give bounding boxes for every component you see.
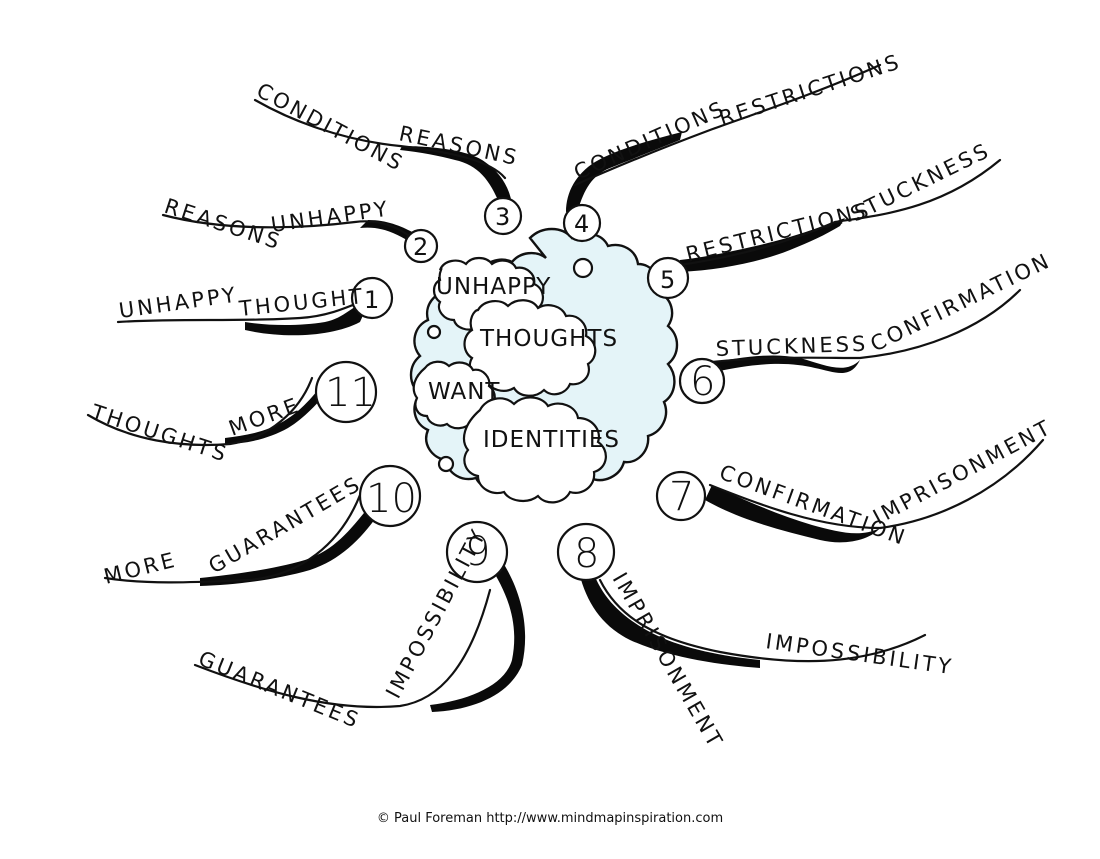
small-cloud-3 <box>437 455 455 473</box>
center-word-want: WANT <box>428 379 500 405</box>
branch-4-stroke <box>566 132 682 212</box>
branch-2-stroke <box>360 220 420 245</box>
branch-11-word-1: THOUGHTS <box>88 400 232 467</box>
baseline-5 <box>678 158 1002 267</box>
number-11: 11 <box>325 370 376 416</box>
center-word-unhappy: UNHAPPY <box>436 274 551 300</box>
center-word-thoughts: THOUGHTS <box>479 326 618 352</box>
number-8: 8 <box>574 531 599 577</box>
number-cloud-5 <box>646 256 690 300</box>
number-9: 9 <box>465 529 490 575</box>
number-cloud-7 <box>655 470 707 522</box>
branch-2-word-2: UNHAPPY <box>269 196 391 236</box>
baseline-7 <box>708 438 1045 530</box>
branch-2-word-1: REASONS <box>161 194 285 255</box>
baseline-8 <box>598 578 927 663</box>
number-cloud-6 <box>678 357 726 405</box>
baseline-10 <box>103 493 362 584</box>
number-clouds <box>314 196 726 584</box>
branch-5-word-1: RESTRICTIONS <box>683 198 873 267</box>
branch-3-word-2: REASONS <box>397 121 521 170</box>
branch-1-word-1: UNHAPPY <box>117 282 239 322</box>
branch-8-word-2: IMPOSSIBILITY <box>764 629 955 679</box>
baseline-9 <box>193 588 492 709</box>
small-cloud-2 <box>426 324 442 340</box>
number-10: 10 <box>366 476 417 522</box>
baseline-4 <box>573 63 882 187</box>
branch-9-word-2: IMPOSSIBILITY <box>381 524 491 703</box>
credit-line: © Paul Foreman http://www.mindmapinspira… <box>376 811 724 826</box>
number-cloud-1 <box>350 276 394 320</box>
branch-8-stroke <box>578 568 760 668</box>
branch-7-word-2: IMPRISONMENT <box>869 415 1056 530</box>
branch-4-word-1: CONDITIONS <box>570 96 729 185</box>
branch-9-word-1: GUARANTEES <box>195 646 364 733</box>
number-cloud-4 <box>562 203 602 243</box>
branch-6-word-2: CONFIRMATION <box>867 248 1055 356</box>
baseline-1 <box>116 298 367 324</box>
branch-4-word-2: RESTRICTIONS <box>716 49 904 131</box>
number-7: 7 <box>669 474 694 520</box>
small-cloud-1 <box>572 257 594 279</box>
baseline-3 <box>253 98 507 180</box>
baseline-2 <box>161 213 420 244</box>
number-4: 4 <box>574 210 589 238</box>
cloud-thoughts <box>463 299 597 397</box>
branch-6-word-1: STUCKNESS <box>715 332 868 361</box>
number-cloud-3 <box>483 196 523 236</box>
number-cloud-2 <box>403 228 439 264</box>
baseline-11 <box>86 376 314 447</box>
baseline-6 <box>710 288 1022 364</box>
branch-3-word-1: CONDITIONS <box>253 78 409 176</box>
number-3: 3 <box>495 203 510 231</box>
number-5: 5 <box>660 266 675 294</box>
center-word-identities: IDENTITIES <box>483 427 620 453</box>
branch-5-word-2: STUCKNESS <box>847 138 995 226</box>
number-cloud-9 <box>445 520 509 584</box>
branch-baselines <box>86 63 1045 709</box>
number-6: 6 <box>690 359 715 405</box>
number-1: 1 <box>364 286 379 314</box>
number-2: 2 <box>413 233 428 261</box>
center-cloud <box>409 227 679 504</box>
number-cloud-8 <box>556 522 616 582</box>
number-cloud-10 <box>358 464 422 528</box>
branch-10-word-2: GUARANTEES <box>205 471 366 578</box>
cloud-identities <box>462 396 607 504</box>
branch-1-stroke <box>245 300 370 336</box>
number-cloud-11 <box>314 360 378 424</box>
